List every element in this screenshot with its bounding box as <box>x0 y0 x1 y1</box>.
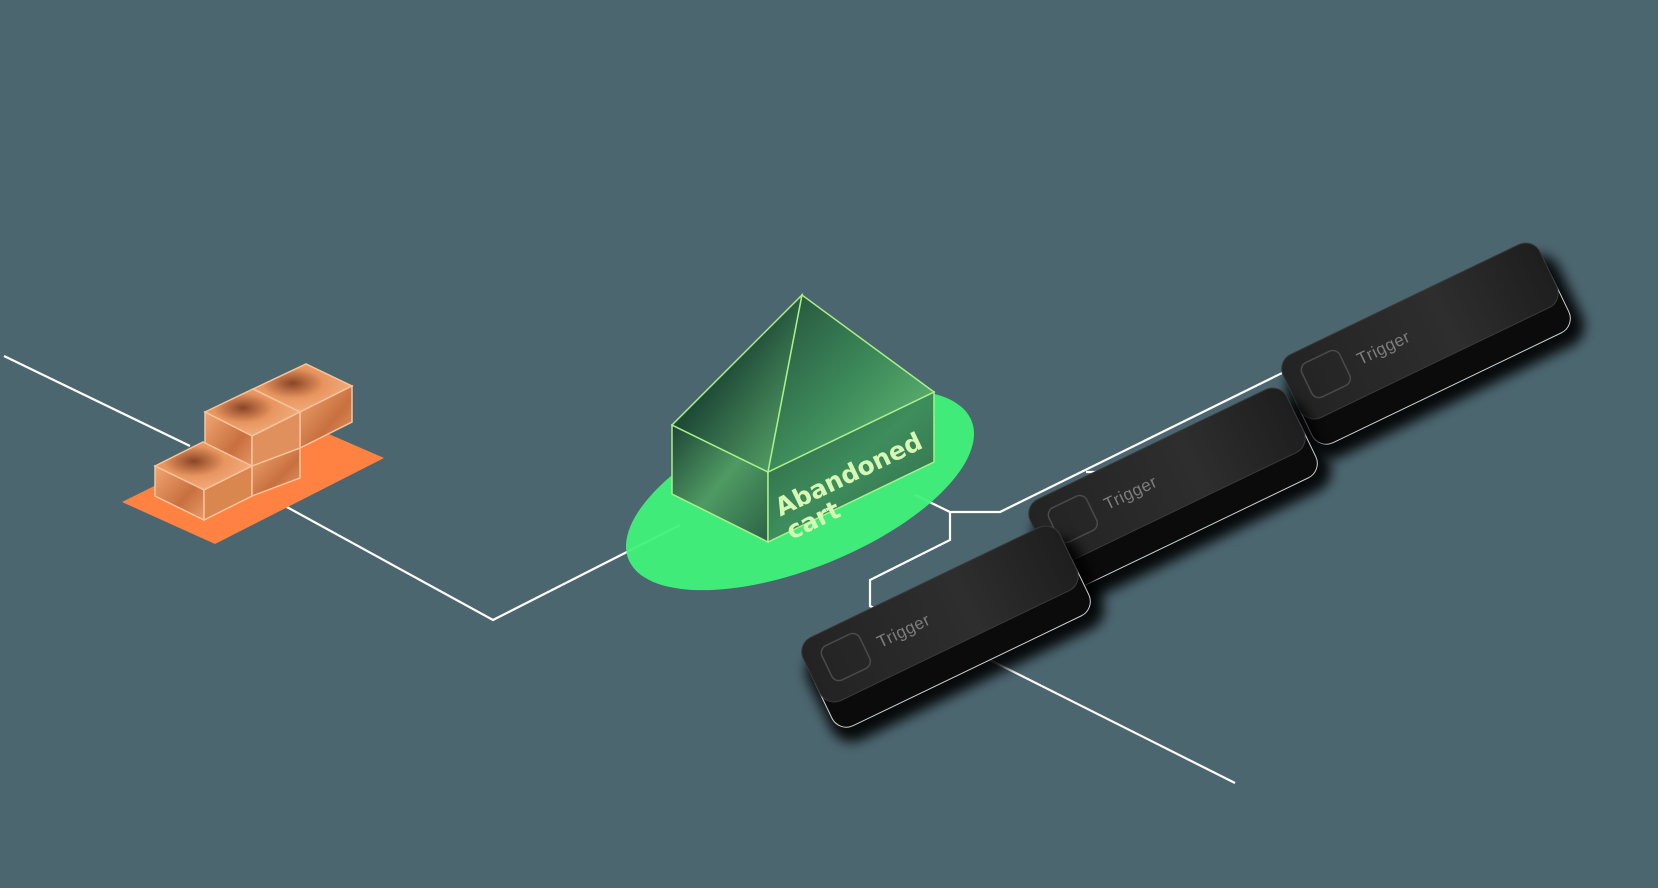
source-bricks-node[interactable] <box>122 363 384 544</box>
trigger-icon-box <box>820 632 872 682</box>
connector-trigger-out <box>989 659 1236 784</box>
abandoned-cart-node[interactable]: Abandoned cart <box>599 292 1000 632</box>
connectors <box>3 340 1421 784</box>
connector-source-to-cart <box>284 505 681 622</box>
trigger-card <box>1281 242 1559 420</box>
connector-source-in <box>3 355 191 447</box>
brick <box>153 363 354 522</box>
trigger-node[interactable]: Trigger <box>1019 378 1339 611</box>
trigger-node[interactable]: Trigger <box>792 516 1112 749</box>
trigger-icon-box <box>1300 349 1352 399</box>
trigger-card <box>801 525 1079 703</box>
trigger-node[interactable]: Trigger <box>1272 233 1592 466</box>
cart-roof-right <box>766 293 936 474</box>
